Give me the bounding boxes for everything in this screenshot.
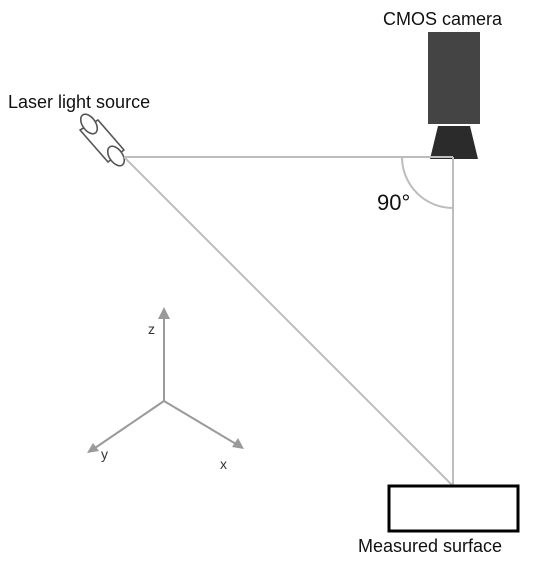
surface-label: Measured surface <box>358 536 503 556</box>
angle-label: 90° <box>377 190 411 215</box>
x-axis-line <box>163 400 237 445</box>
laser-group <box>79 113 126 167</box>
camera-body <box>428 32 480 124</box>
camera-label: CMOS camera <box>383 9 503 29</box>
y-axis-line <box>94 400 165 449</box>
x-axis-arrowhead <box>232 438 244 449</box>
measured-surface <box>387 484 520 533</box>
y-axis-arrowhead <box>87 443 99 453</box>
laser-cylinder-front-end <box>106 145 126 167</box>
beam-lines <box>123 156 454 487</box>
camera-lens <box>430 126 478 159</box>
laser-cylinder-back-end <box>79 113 99 135</box>
camera-group <box>428 32 480 159</box>
z-axis-arrowhead <box>158 307 170 319</box>
coordinate-axes <box>87 307 244 453</box>
right-angle-arc <box>401 156 454 209</box>
y-axis-label: y <box>101 446 108 462</box>
diagonal-beam <box>123 156 454 487</box>
laser-label: Laser light source <box>8 92 151 112</box>
x-axis-label: x <box>220 456 227 472</box>
z-axis-label: z <box>148 321 155 337</box>
